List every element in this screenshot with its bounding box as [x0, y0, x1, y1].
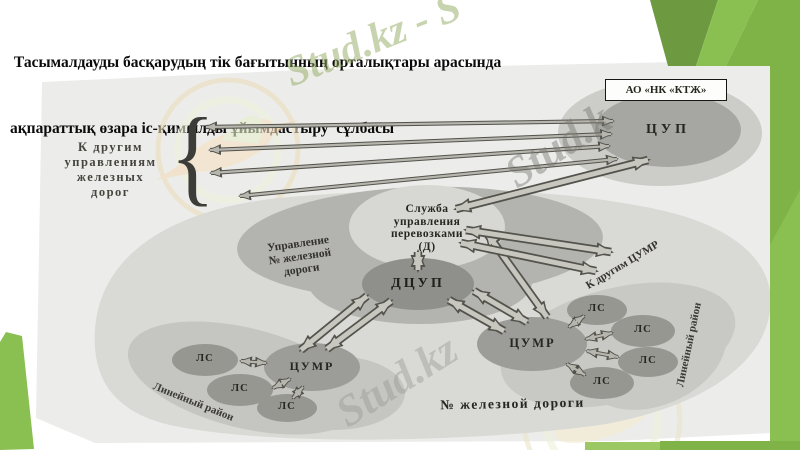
title-line-2: ақпараттық өзара іс-қимылды ұйымдастыру … [10, 120, 395, 137]
other-roads-note: К другим управлениям железных дорог [64, 140, 157, 199]
dcup-label: ДЦУП [391, 276, 445, 291]
ls-label: ЛС [634, 324, 652, 335]
ao-nk-ktzh-box: АО «НК «КТЖ» [605, 79, 727, 101]
ls-label: ЛС [231, 383, 249, 394]
service-label: Служба управления перевозками (Д) [391, 203, 463, 253]
cup-label: ЦУП [645, 122, 691, 137]
ls-label: ЛС [593, 376, 611, 387]
title-line-1: Тасымалдауды басқарудың тік бағытынның о… [10, 54, 502, 71]
brace: { [170, 95, 216, 217]
ls-label: ЛС [278, 401, 296, 412]
cumr-left-label: ЦУМР [289, 359, 335, 373]
ls-label: ЛС [588, 303, 606, 314]
ls-label: ЛС [196, 353, 214, 364]
ls-label: ЛС [639, 355, 657, 366]
cumr-right-label: ЦУМР [509, 336, 556, 350]
green-bottom-bar [660, 441, 800, 450]
green-bottom-bar-light [585, 442, 665, 450]
